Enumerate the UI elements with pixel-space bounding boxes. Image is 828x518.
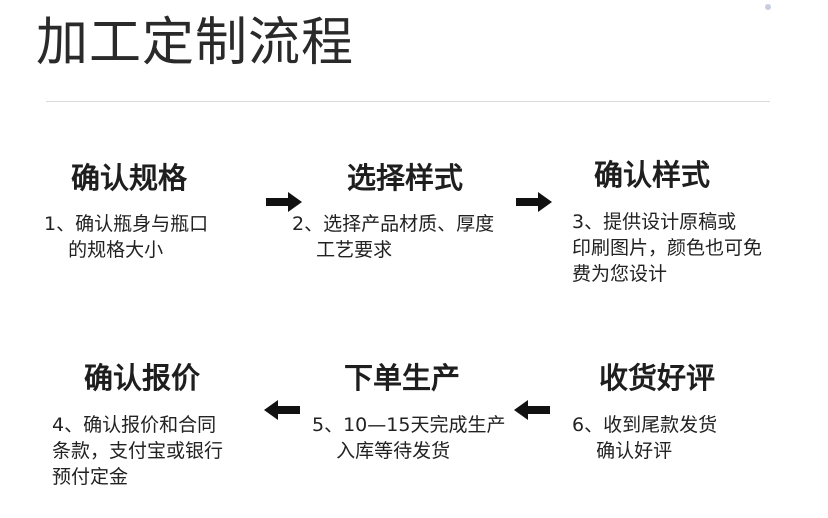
step-1: 确认规格 1、确认瓶身与瓶口 的规格大小 bbox=[44, 160, 254, 263]
step-2: 选择样式 2、选择产品材质、厚度 工艺要求 bbox=[292, 160, 532, 263]
page-title: 加工定制流程 bbox=[36, 13, 355, 73]
arrow-right-icon bbox=[266, 192, 302, 212]
arrow-left-icon bbox=[514, 400, 550, 420]
step-title: 下单生产 bbox=[343, 361, 460, 395]
step-title: 确认样式 bbox=[593, 158, 710, 192]
step-title: 选择样式 bbox=[346, 161, 463, 195]
step-title: 确认规格 bbox=[70, 161, 187, 195]
step-description: 6、收到尾款发货 确认好评 bbox=[572, 414, 718, 462]
step-description: 2、选择产品材质、厚度 工艺要求 bbox=[292, 213, 495, 261]
step-description: 1、确认瓶身与瓶口 的规格大小 bbox=[44, 213, 209, 261]
step-3: 确认样式 3、提供设计原稿或 印刷图片，颜色也可免 费为您设计 bbox=[572, 157, 812, 287]
arrow-left-icon bbox=[264, 400, 300, 420]
corner-dot bbox=[765, 4, 771, 10]
step-6: 收货好评 6、收到尾款发货 确认好评 bbox=[572, 360, 802, 464]
step-description: 4、确认报价和合同 条款，支付宝或银行 预付定金 bbox=[52, 414, 224, 488]
step-5: 下单生产 5、10—15天完成生产 入库等待发货 bbox=[312, 360, 542, 464]
step-title: 收货好评 bbox=[598, 361, 715, 395]
step-title: 确认报价 bbox=[83, 361, 200, 395]
step-description: 5、10—15天完成生产 入库等待发货 bbox=[312, 414, 506, 462]
step-description: 3、提供设计原稿或 印刷图片，颜色也可免 费为您设计 bbox=[572, 211, 763, 285]
title-divider bbox=[46, 101, 770, 102]
arrow-right-icon bbox=[516, 192, 552, 212]
step-4: 确认报价 4、确认报价和合同 条款，支付宝或银行 预付定金 bbox=[52, 360, 282, 490]
